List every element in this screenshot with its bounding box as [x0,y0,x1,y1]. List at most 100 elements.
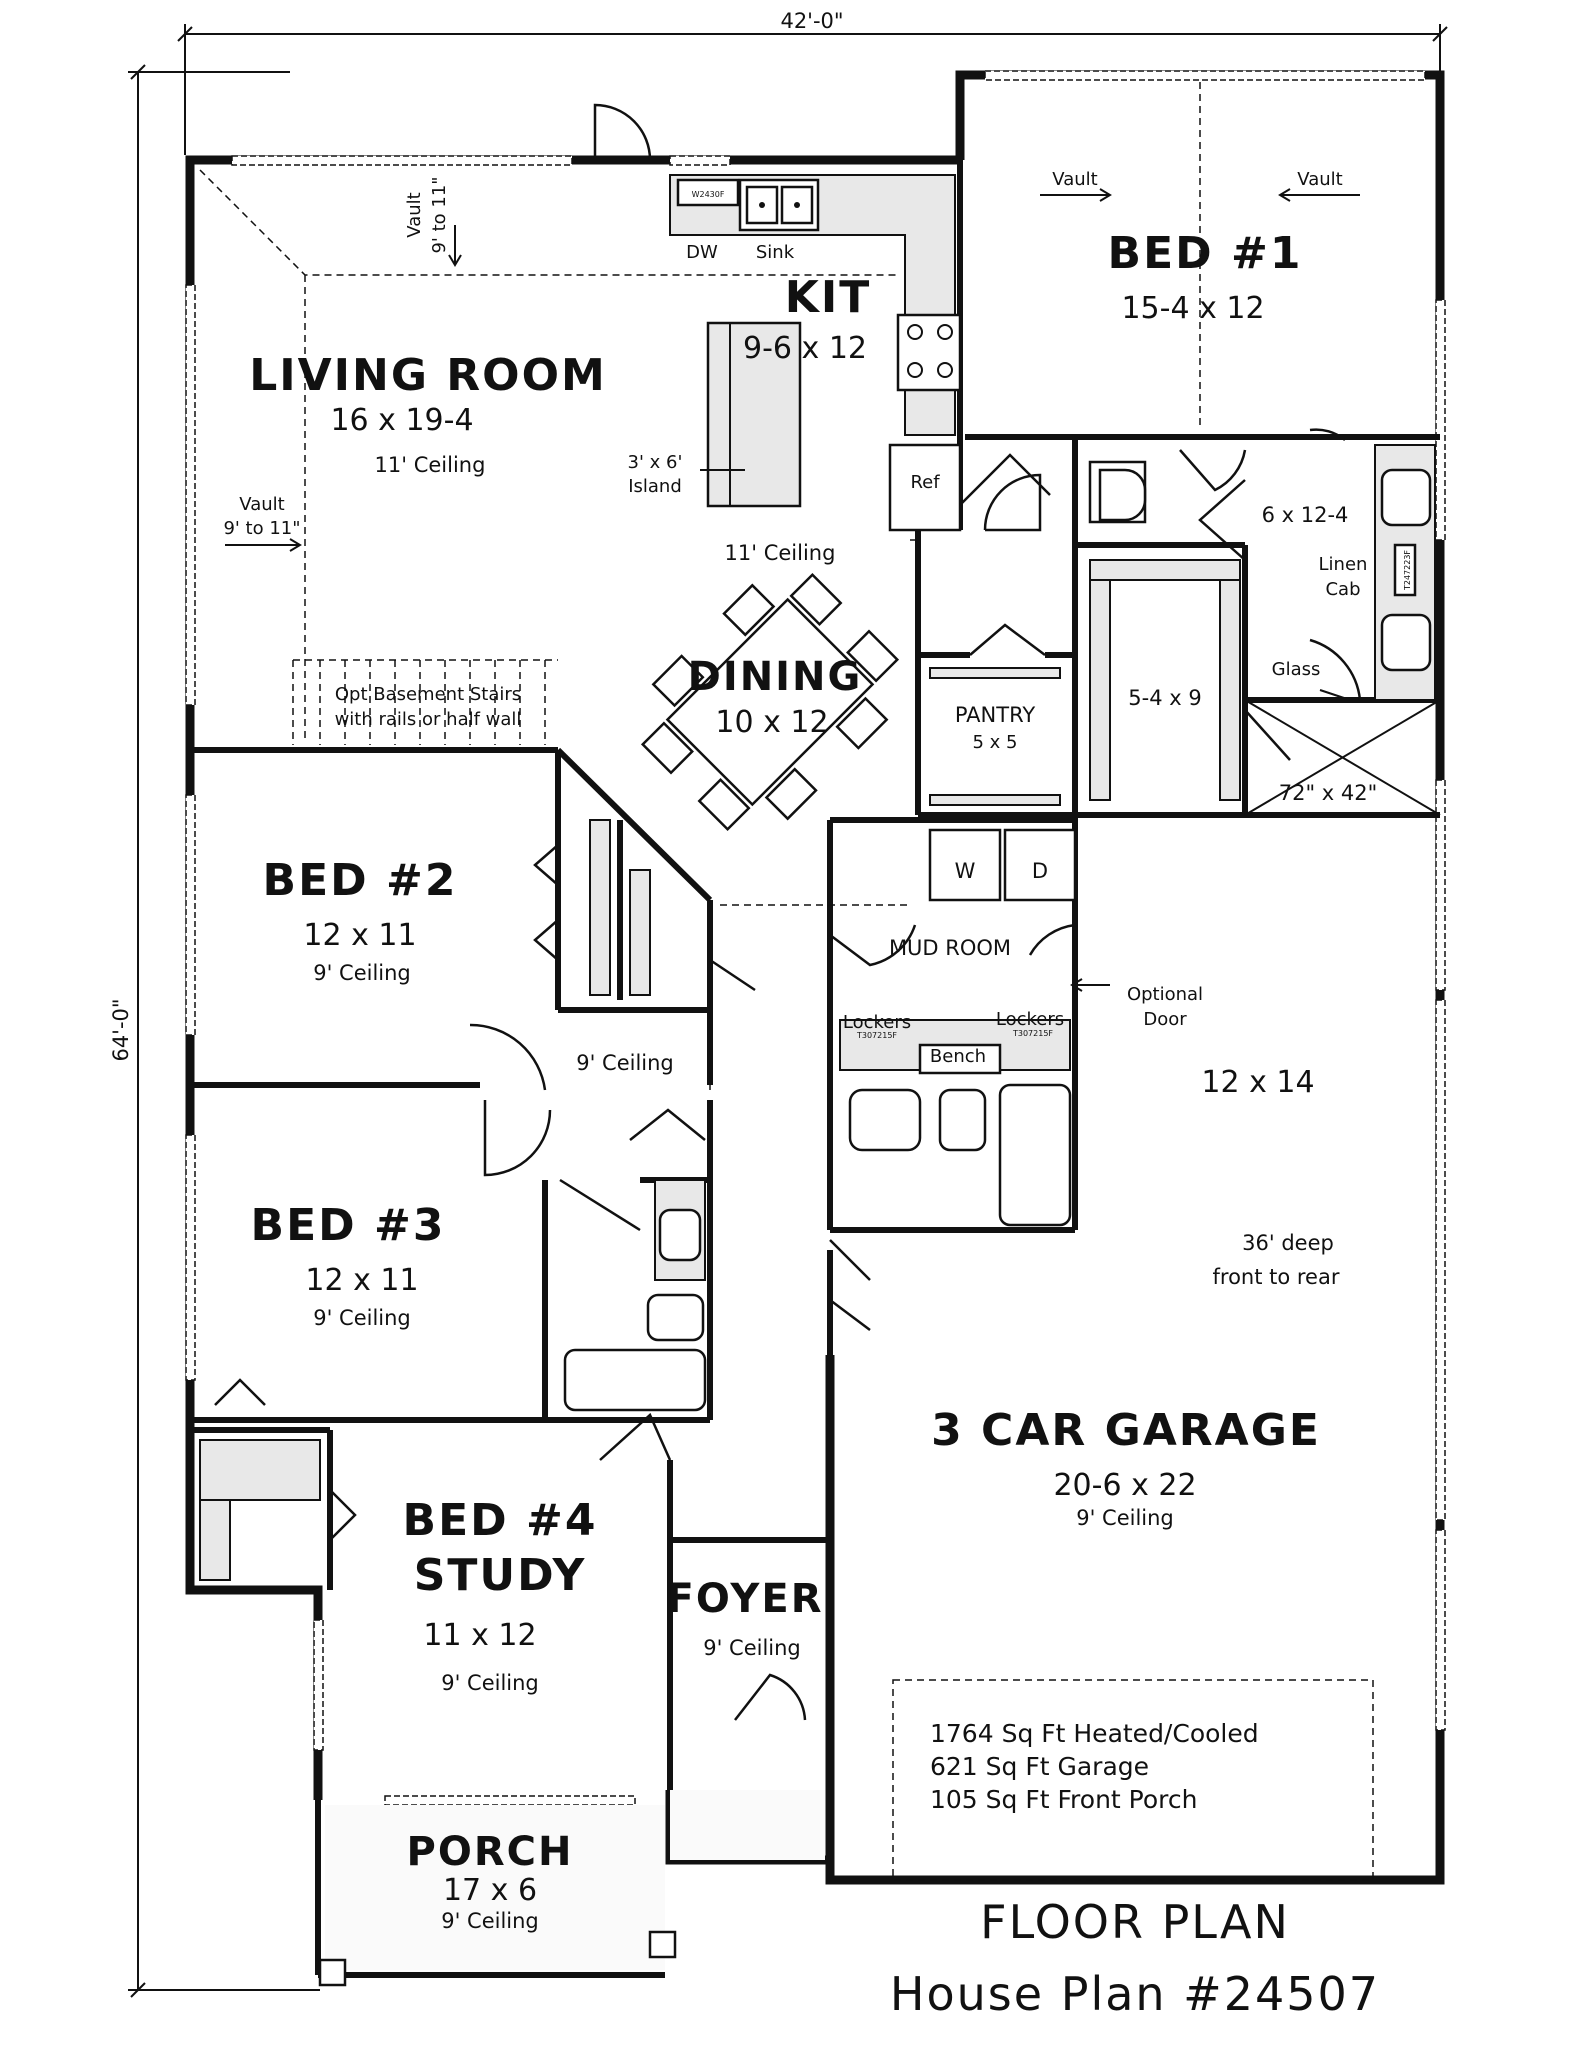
kitchen-size: 9-6 x 12 [743,331,867,366]
svg-text:Lockers: Lockers [996,1009,1064,1030]
room-porch: PORCH 17 x 6 9' Ceiling [407,1829,574,1933]
overall-depth-dimension: 64'-0" [109,64,320,1998]
porch-size: 17 x 6 [443,1873,537,1908]
dining-name: DINING [688,654,863,700]
kitchen-counters: W2430F [669,174,962,532]
room-living: LIVING ROOM 16 x 19-4 11' Ceiling [249,350,605,477]
svg-text:T307215F: T307215F [1012,1029,1053,1038]
room-bed2: BED #2 12 x 11 9' Ceiling [263,855,458,985]
room-bed1: Vault Vault BED #1 15-4 x 12 [1052,169,1342,326]
svg-text:Island: Island [628,476,682,497]
plan-subtitle: House Plan #24507 [890,1967,1380,2021]
room-master-bath: 6 x 12-4 Linen Cab Glass 72" x 42" [1262,503,1378,805]
basement-stairs-note: Opt Basement Stairs with rails or half w… [335,684,522,730]
room-bed4: BED #4 STUDY 11 x 12 9' Ceiling [403,1495,596,1695]
svg-text:Door: Door [1143,1009,1187,1030]
overall-depth-label: 64'-0" [109,998,133,1061]
bed2-name: BED #2 [263,855,458,906]
svg-text:Vault: Vault [1297,169,1342,190]
plan-title-block: FLOOR PLAN House Plan #24507 [890,1895,1380,2021]
bed1-size: 15-4 x 12 [1121,291,1264,326]
garage-depth-note-1: 36' deep [1242,1231,1334,1255]
bed3-ceiling: 9' Ceiling [313,1306,411,1330]
vault-top-note: Vault 9' to 11" [404,176,450,253]
foyer-ceiling: 9' Ceiling [703,1636,801,1660]
svg-text:9' to 11": 9' to 11" [223,518,300,539]
master-bath-size: 6 x 12-4 [1262,503,1349,527]
overall-width-label: 42'-0" [780,9,843,33]
svg-text:Lockers: Lockers [843,1012,911,1033]
dining-ceiling: 11' Ceiling [725,541,836,565]
bed1-name: BED #1 [1108,228,1303,279]
room-hall: 9' Ceiling [576,1051,674,1075]
svg-text:Linen: Linen [1319,554,1368,575]
svg-text:Cab: Cab [1325,579,1360,600]
bed4-study: STUDY [414,1550,587,1601]
bed4-size: 11 x 12 [423,1618,536,1653]
svg-text:Vault: Vault [404,192,425,237]
plan-title: FLOOR PLAN [980,1895,1290,1949]
svg-text:T247223F: T247223F [1403,550,1412,591]
room-closet: 5-4 x 9 [1128,686,1201,710]
dining-size: 10 x 12 [715,705,828,740]
master-bath-fixtures: T247223F [1088,444,1441,816]
living-room-size: 16 x 19-4 [330,403,473,438]
garage-section-size: 12 x 14 [1201,1065,1314,1100]
svg-text:Opt Basement Stairs: Opt Basement Stairs [335,684,521,705]
pantry-name: PANTRY [955,703,1035,727]
svg-text:Optional: Optional [1127,984,1203,1005]
mud-room-name: MUD ROOM [889,936,1011,960]
pantry-size: 5 x 5 [973,732,1018,753]
svg-text:3' x 6': 3' x 6' [628,452,683,473]
vault-living-note: Vault 9' to 11" [223,494,300,539]
area-porch: 105 Sq Ft Front Porch [930,1785,1197,1814]
porch-name: PORCH [407,1829,574,1875]
svg-text:W: W [955,859,976,883]
mud-room-fixtures [839,1019,1072,1227]
svg-text:Vault: Vault [1052,169,1097,190]
dining-table [640,572,900,832]
laundry-appliances: W D [928,828,1077,902]
bed2-ceiling: 9' Ceiling [313,961,411,985]
porch-slab [318,1790,825,1987]
garage-ceiling: 9' Ceiling [1076,1506,1174,1530]
area-summary: 1764 Sq Ft Heated/Cooled 621 Sq Ft Garag… [930,1719,1259,1814]
svg-text:Vault: Vault [239,494,284,515]
bed2-size: 12 x 11 [303,918,416,953]
svg-text:Glass: Glass [1272,659,1321,680]
vault-arrows [225,188,1360,992]
bed3-size: 12 x 11 [305,1263,418,1298]
svg-text:D: D [1032,859,1048,883]
room-foyer: FOYER 9' Ceiling [667,1576,824,1660]
hall-bath-fixtures [199,1179,707,1581]
garage-depth-note-2: front to rear [1213,1265,1340,1289]
hall-ceiling: 9' Ceiling [576,1051,674,1075]
svg-text:DW: DW [686,242,718,263]
svg-text:9' to 11": 9' to 11" [429,176,450,253]
closet-shelves [589,559,1241,996]
room-pantry: PANTRY 5 x 5 [955,703,1035,753]
porch-ceiling: 9' Ceiling [441,1909,539,1933]
svg-text:T307215F: T307215F [856,1031,897,1040]
svg-text:with rails or half wall: with rails or half wall [335,709,522,730]
kitchen-name: KIT [785,272,871,323]
room-bed3: BED #3 12 x 11 9' Ceiling [251,1200,446,1330]
bed3-name: BED #3 [251,1200,446,1251]
garage-size: 20-6 x 22 [1053,1468,1196,1503]
room-dining: 11' Ceiling DINING 10 x 12 [688,541,863,740]
doors [214,103,1362,1721]
room-garage: 12 x 14 36' deep front to rear 3 CAR GAR… [931,1065,1340,1530]
area-garage: 621 Sq Ft Garage [930,1752,1149,1781]
bed4-ceiling: 9' Ceiling [441,1671,539,1695]
area-heated: 1764 Sq Ft Heated/Cooled [930,1719,1259,1748]
svg-text:Ref: Ref [910,472,940,493]
foyer-name: FOYER [667,1576,824,1622]
svg-text:Sink: Sink [756,242,795,263]
closet-size: 5-4 x 9 [1128,686,1201,710]
garage-name: 3 CAR GARAGE [931,1405,1321,1456]
windows [185,70,1446,1806]
svg-text:W2430F: W2430F [692,190,725,199]
room-kitchen: KIT 9-6 x 12 DW Sink Ref 3' x 6' Island [628,242,941,497]
shower-size: 72" x 42" [1279,781,1378,805]
